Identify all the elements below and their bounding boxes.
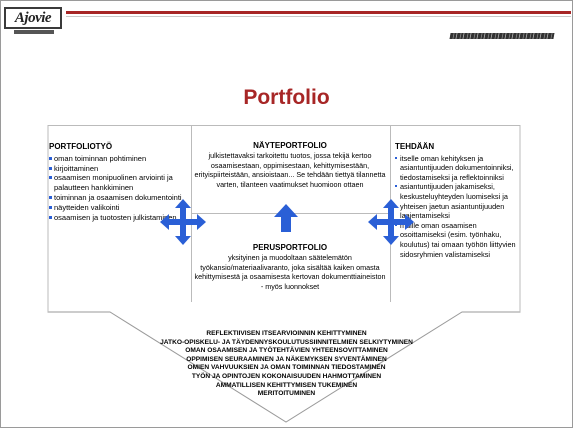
four-way-arrow-icon-left (160, 199, 206, 245)
four-way-arrow-icon-right (368, 199, 414, 245)
perusportfolio-heading: PERUSPORTFOLIO (252, 243, 328, 252)
tehdaan-heading: TEHDÄÄN (395, 142, 435, 151)
outcome-line: JATKO-OPISKELU- JA TÄYDENNYSKOULUTUSSIIN… (160, 338, 413, 346)
logo: Ajovie (4, 7, 62, 29)
portfoliotyo-heading: PORTFOLIOTYÖ (49, 142, 113, 151)
logo-subtitle-graphic (14, 30, 54, 34)
portfoliotyo-column: PORTFOLIOTYÖ oman toiminnan pohtiminen k… (49, 142, 189, 222)
up-arrow-icon (274, 204, 298, 232)
list-item: näytteiden valikointi (49, 203, 189, 213)
outcome-line: TYÖN JA OPINTOJEN KOKONAISUUDEN HAHMOTTA… (191, 372, 382, 380)
perusportfolio-text: yksityinen ja muodoltaan säätelemätön ty… (194, 253, 386, 291)
outcome-line: REFLEKTIIVISEN ITSEARVIOINNIN KEHITTYMIN… (206, 330, 367, 337)
outcome-line: OMAN OSAAMISEN JA TYÖTEHTÄVIEN YHTEENSOV… (185, 347, 388, 355)
list-item: asiantuntijuuden jakamiseksi, keskustelu… (395, 182, 519, 220)
tehdaan-column: TEHDÄÄN itselle oman kehityksen ja asian… (395, 142, 519, 259)
logo-text: Ajovie (14, 9, 52, 26)
outcome-line: MERITOITUMINEN (257, 390, 316, 398)
list-item: kirjoittaminen (49, 164, 189, 174)
tehdaan-list: itselle oman kehityksen ja asiantuntijuu… (395, 154, 519, 260)
outcomes-list: REFLEKTIIVISEN ITSEARVIOINNIN KEHITTYMIN… (110, 330, 463, 399)
nayteportfolio-heading: NÄYTEPORTFOLIO (253, 141, 327, 150)
perusportfolio-block: PERUSPORTFOLIO yksityinen ja muodoltaan … (193, 243, 387, 291)
portfoliotyo-list: oman toiminnan pohtiminen kirjoittaminen… (49, 154, 189, 223)
list-item: osaamisen monipuolinen arviointi ja pala… (49, 173, 189, 193)
list-item: oman toiminnan pohtiminen (49, 154, 189, 164)
nayteportfolio-block: NÄYTEPORTFOLIO julkistettavaksi tarkoite… (193, 141, 387, 189)
list-item: osaamisen ja tuotosten julkistaminen (49, 213, 189, 223)
header-rule-thin (66, 16, 571, 17)
top-divider (48, 125, 520, 126)
outcome-line: OPPIMISEN SEURAAMINEN JA NÄKEMYKSEN SYVE… (186, 355, 387, 363)
list-item: itselle oman kehityksen ja asiantuntijuu… (395, 154, 519, 183)
list-item: toiminnan ja osaamisen dokumentointi (49, 193, 189, 203)
outcome-line: AMMATILLISEN KEHITTYMISEN TUKEMINEN (215, 381, 358, 389)
nayteportfolio-text: julkistettavaksi tarkoitettu tuotos, jos… (194, 151, 386, 189)
header-rule (66, 11, 571, 14)
slide-title: Portfolio (243, 86, 330, 109)
outcome-line: OMIEN VAHVUUKSIEN JA OMAN TOIMINNAN TIED… (187, 364, 386, 372)
